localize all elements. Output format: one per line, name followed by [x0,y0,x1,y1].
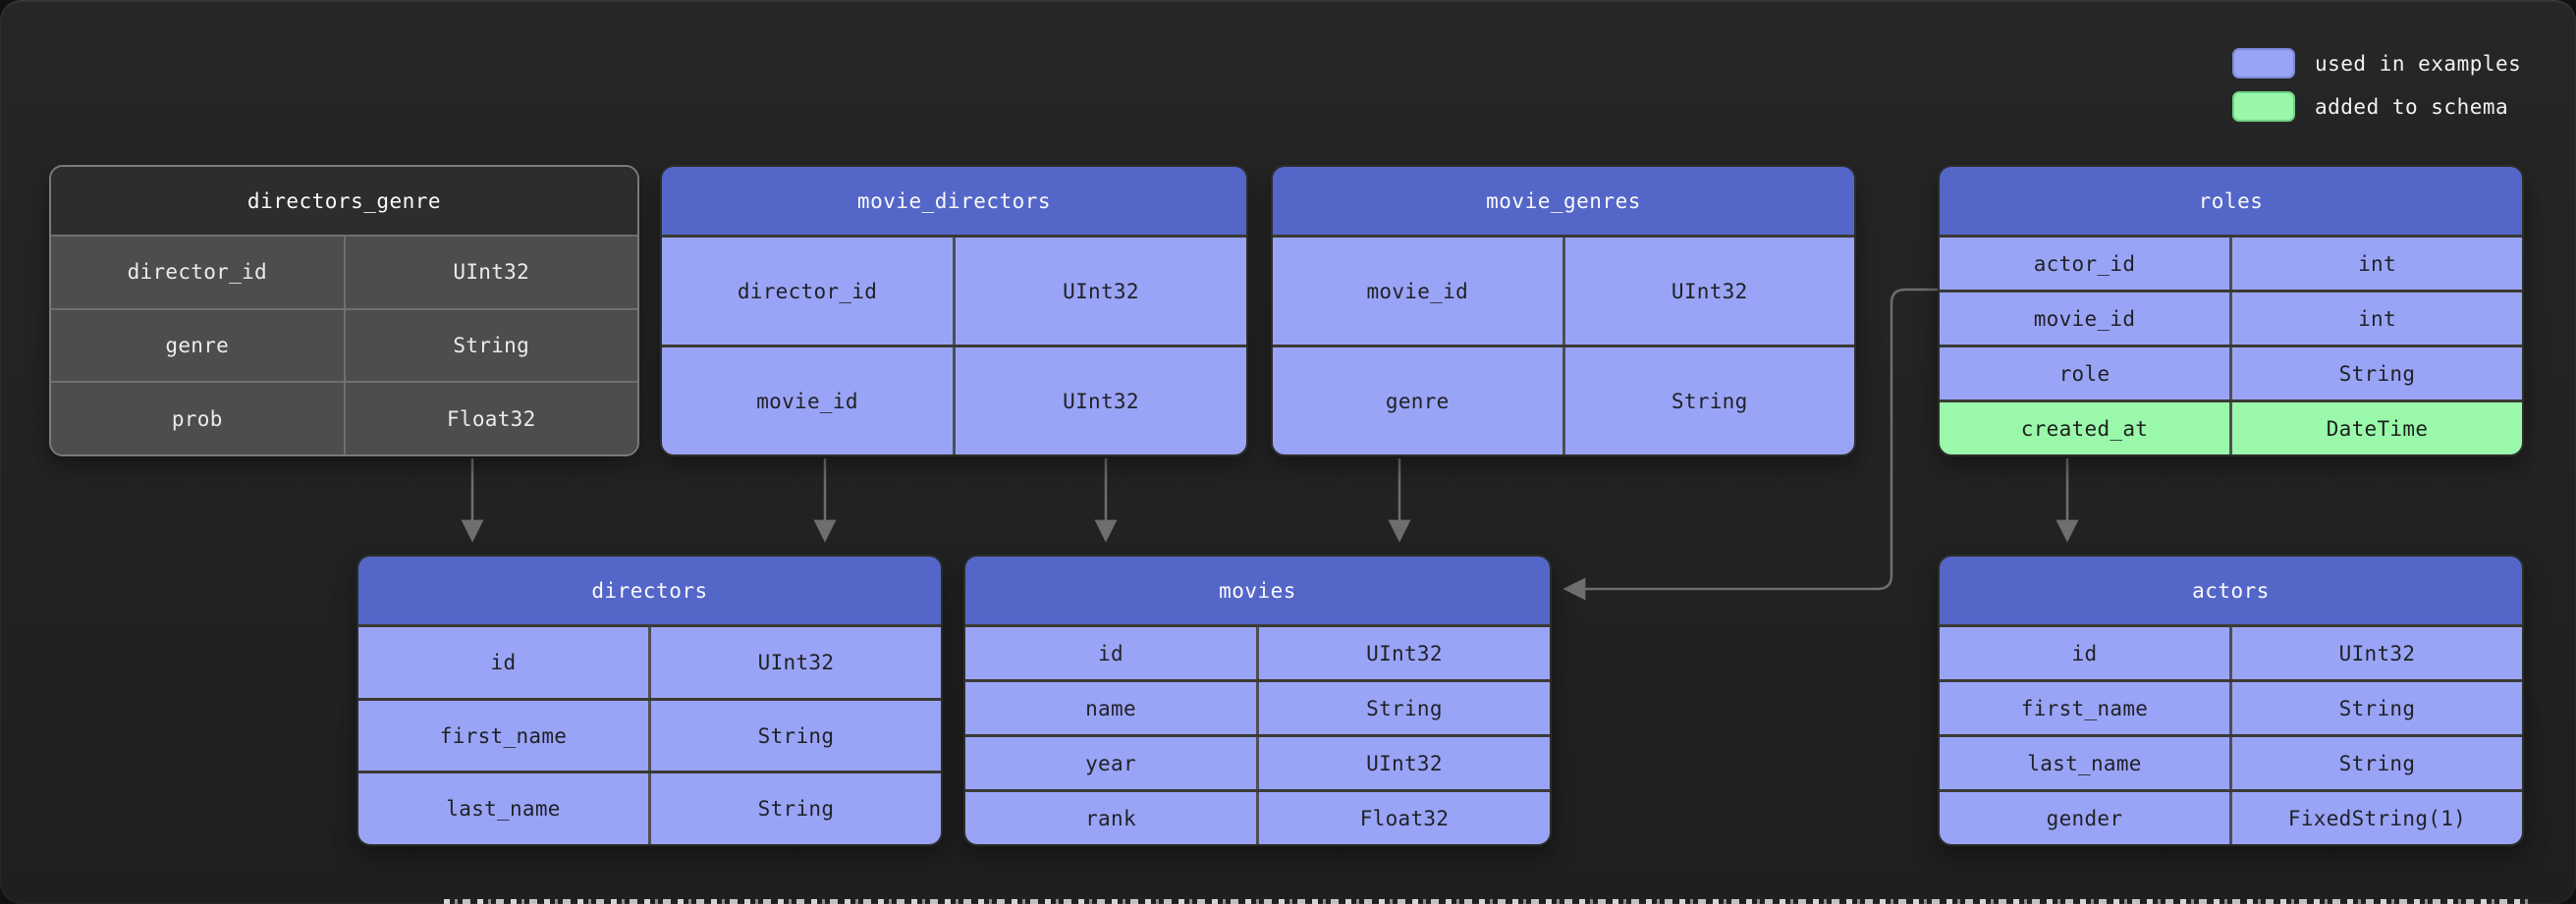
column-name: movie_id [1273,238,1562,345]
table-title-directors: directors [358,557,941,624]
column-type: Float32 [1256,792,1550,844]
column-name: prob [51,383,344,454]
column-type: UInt32 [953,347,1246,454]
column-name: actor_id [1940,238,2229,290]
legend: used in examples added to schema [2232,48,2521,122]
column-type: String [2229,682,2522,734]
column-type: String [2229,737,2522,789]
legend-item-added-to-schema: added to schema [2232,91,2521,122]
column-type: UInt32 [953,238,1246,345]
column-type: FixedString(1) [2229,792,2522,844]
column-type: UInt32 [1256,627,1550,679]
column-name: first_name [358,700,648,771]
bottom-noise-strip [444,899,2531,904]
column-name: role [1940,347,2229,399]
legend-label-used-in-examples: used in examples [2315,51,2522,76]
column-type: int [2229,238,2522,290]
column-name: id [358,627,648,698]
column-type: String [1256,682,1550,734]
column-type: UInt32 [1562,238,1854,345]
column-type: int [2229,292,2522,345]
column-name: rank [965,792,1256,844]
column-type: Float32 [343,383,637,454]
table-title-directors_genre: directors_genre [51,167,637,235]
column-name: last_name [1940,737,2229,789]
table-title-movie_directors: movie_directors [662,167,1246,235]
legend-swatch-blue [2232,48,2295,79]
column-name: genre [1273,347,1562,454]
column-name: director_id [662,238,953,345]
legend-label-added-to-schema: added to schema [2315,94,2509,119]
column-name: movie_id [662,347,953,454]
column-name: gender [1940,792,2229,844]
column-type: UInt32 [2229,627,2522,679]
column-name: created_at [1940,402,2229,454]
legend-swatch-green [2232,91,2295,122]
column-type: String [1562,347,1854,454]
column-name: director_id [51,237,344,308]
column-name: year [965,737,1256,789]
column-type: String [343,309,637,382]
legend-item-used-in-examples: used in examples [2232,48,2521,79]
table-title-movies: movies [965,557,1550,624]
column-type: String [648,773,941,844]
column-type: DateTime [2229,402,2522,454]
column-name: first_name [1940,682,2229,734]
column-type: UInt32 [1256,737,1550,789]
column-name: name [965,682,1256,734]
column-type: UInt32 [343,237,637,308]
table-title-roles: roles [1940,167,2522,235]
column-name: id [965,627,1256,679]
column-name: id [1940,627,2229,679]
table-title-actors: actors [1940,557,2522,624]
column-name: movie_id [1940,292,2229,345]
column-name: genre [51,309,344,382]
column-type: String [648,700,941,771]
table-title-movie_genres: movie_genres [1273,167,1854,235]
column-type: UInt32 [648,627,941,698]
column-type: String [2229,347,2522,399]
column-name: last_name [358,773,648,844]
